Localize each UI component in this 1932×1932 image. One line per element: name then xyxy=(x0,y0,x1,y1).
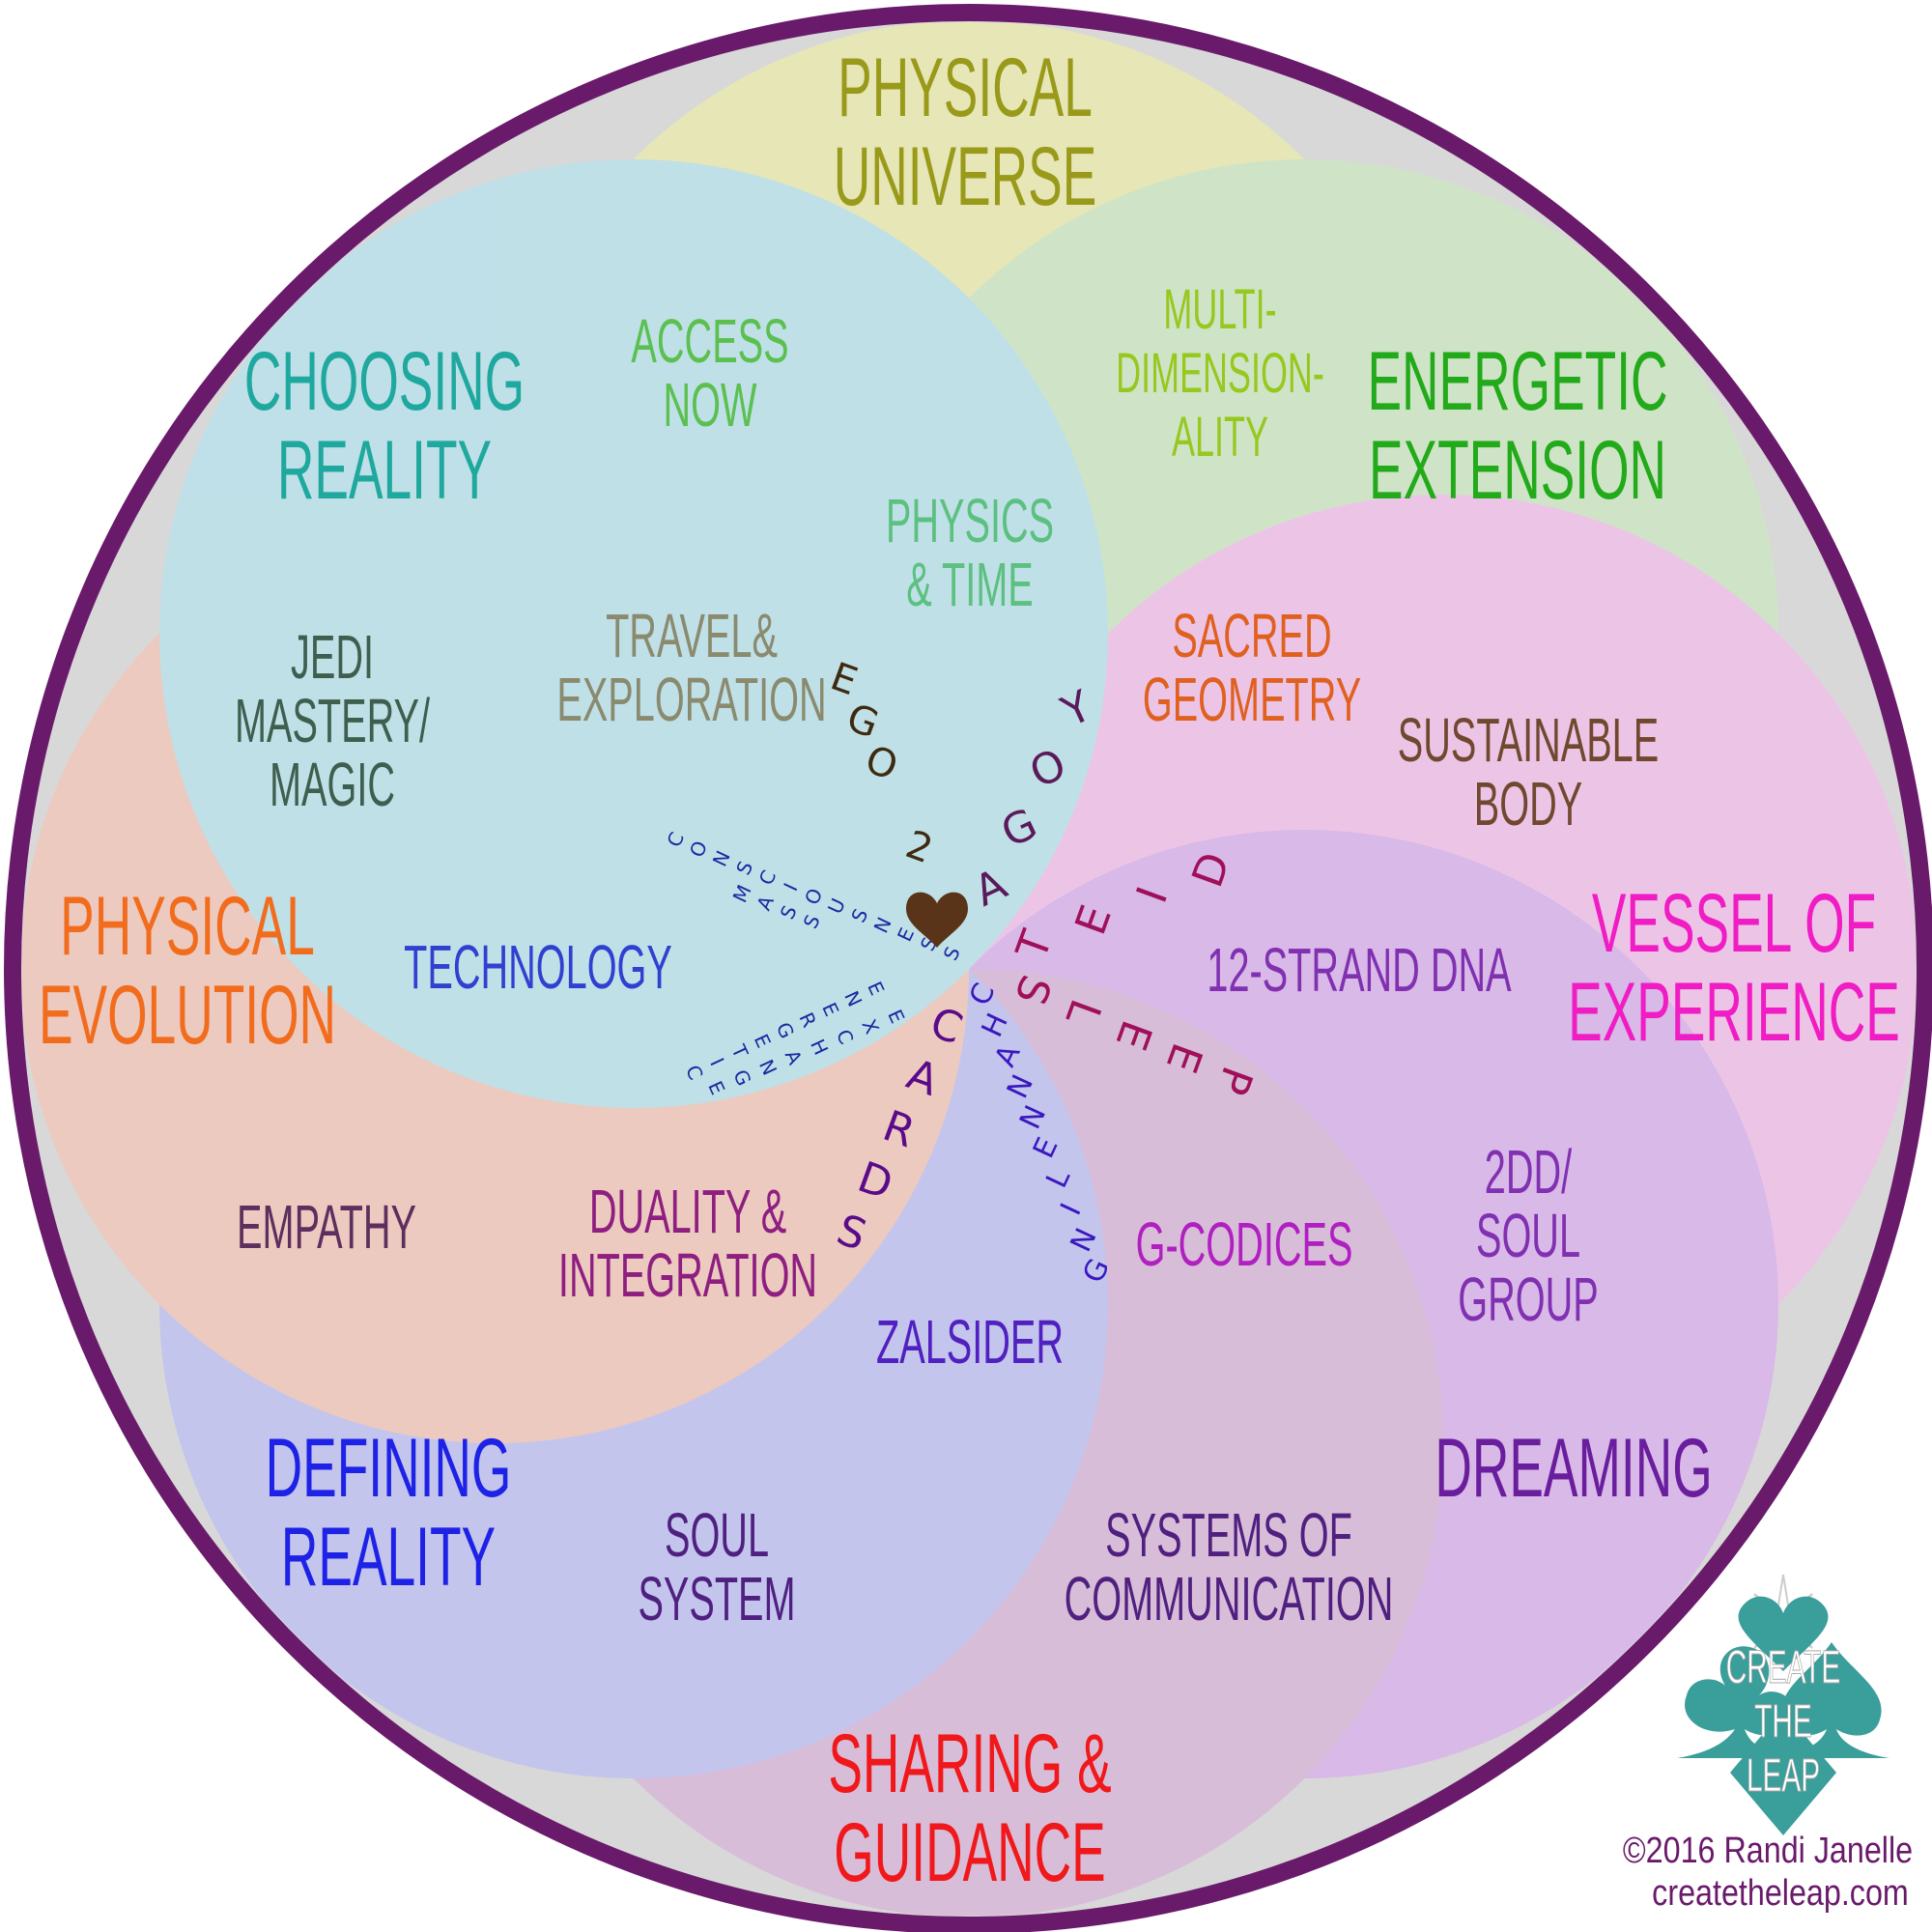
spade-suit-icon xyxy=(1774,1642,1889,1758)
label-line: MASTERY/ xyxy=(235,688,430,756)
label-line: DEFINING xyxy=(266,1422,512,1515)
label-line: SACRED xyxy=(1172,603,1331,671)
label-line: PHYSICAL xyxy=(838,42,1093,134)
label-line: DUALITY & xyxy=(589,1179,786,1247)
label-line: TECHNOLOGY xyxy=(404,934,672,1003)
empathy-label: EMPATHY xyxy=(237,1194,416,1263)
label-line: ENERGETIC xyxy=(1367,335,1667,428)
label-line: EXPERIENCE xyxy=(1568,966,1900,1059)
heart-suit-icon xyxy=(1738,1596,1829,1671)
label-line: 12-STRAND DNA xyxy=(1207,937,1512,1006)
heart-icon xyxy=(906,892,968,948)
label-line: TRAVEL& xyxy=(606,603,778,671)
label-line: PHYSICAL xyxy=(60,880,315,973)
label-line: DIMENSION- xyxy=(1116,342,1324,405)
travel-exploration-label: TRAVEL&EXPLORATION xyxy=(556,603,826,735)
logo-line-1: CREATE xyxy=(1726,1642,1840,1693)
circles-group xyxy=(22,22,1916,1916)
label-line: & TIME xyxy=(906,552,1034,620)
label-line: SYSTEM xyxy=(638,1566,795,1634)
logo-line-3: LEAP xyxy=(1747,1750,1820,1802)
g-codices-label: G-CODICES xyxy=(1136,1211,1353,1280)
label-line: ALITY xyxy=(1172,406,1268,469)
label-line: G-CODICES xyxy=(1136,1211,1353,1280)
label-line: PHYSICS xyxy=(886,488,1054,556)
label-line: JEDI xyxy=(291,624,374,693)
label-line: GEOMETRY xyxy=(1143,667,1361,735)
label-line: EXPLORATION xyxy=(556,667,826,735)
label-line: MAGIC xyxy=(270,752,395,820)
label-line: CHOOSING xyxy=(244,335,525,428)
label-line: COMMUNICATION xyxy=(1065,1566,1394,1634)
label-line: REALITY xyxy=(277,424,492,517)
label-line: VESSEL OF xyxy=(1592,877,1876,970)
strand-dna-label: 12-STRAND DNA xyxy=(1207,937,1512,1006)
label-line: INTEGRATION xyxy=(558,1242,817,1311)
label-line: REALITY xyxy=(281,1511,496,1604)
label-line: ZALSIDER xyxy=(876,1309,1064,1378)
copyright-text: ©2016 Randi Janelle xyxy=(1623,1831,1913,1871)
zalsider-label: ZALSIDER xyxy=(876,1309,1064,1378)
label-line: SYSTEMS OF xyxy=(1105,1502,1352,1571)
label-line: EVOLUTION xyxy=(39,969,336,1062)
label-line: MULTI- xyxy=(1163,278,1276,341)
label-line: NOW xyxy=(664,372,758,440)
website-url: createtheleap.com xyxy=(1652,1873,1909,1914)
label-line: GROUP xyxy=(1458,1266,1598,1335)
sharing-guidance-label: SHARING &GUIDANCE xyxy=(828,1718,1111,1899)
label-line: SHARING & xyxy=(828,1718,1111,1810)
label-line: GUIDANCE xyxy=(834,1806,1105,1899)
label-line: DREAMING xyxy=(1435,1422,1712,1515)
label-line: EMPATHY xyxy=(237,1194,416,1263)
label-line: ACCESS xyxy=(631,308,788,377)
club-suit-icon xyxy=(1677,1646,1794,1758)
label-line: UNIVERSE xyxy=(834,130,1097,223)
label-line: BODY xyxy=(1474,771,1582,839)
label-line: 2DD/ xyxy=(1485,1139,1573,1208)
multidimensionality-label: MULTI-DIMENSION-ALITY xyxy=(1116,278,1324,469)
logo-line-2: THE xyxy=(1754,1696,1812,1747)
label-line: SUSTAINABLE xyxy=(1398,707,1659,776)
circle-choosing-reality xyxy=(159,159,1108,1108)
label-line: SOUL xyxy=(665,1502,769,1571)
diamond-suit-icon xyxy=(1730,1710,1836,1835)
physics-time-label: PHYSICS& TIME xyxy=(886,488,1054,620)
technology-label: TECHNOLOGY xyxy=(404,934,672,1003)
create-the-leap-logo: CREATE THE LEAP xyxy=(1677,1574,1889,1835)
dreaming-label: DREAMING xyxy=(1435,1422,1712,1515)
label-line: SOUL xyxy=(1476,1203,1580,1271)
label-line: EXTENSION xyxy=(1369,424,1666,517)
duality-integration-label: DUALITY &INTEGRATION xyxy=(558,1179,817,1311)
